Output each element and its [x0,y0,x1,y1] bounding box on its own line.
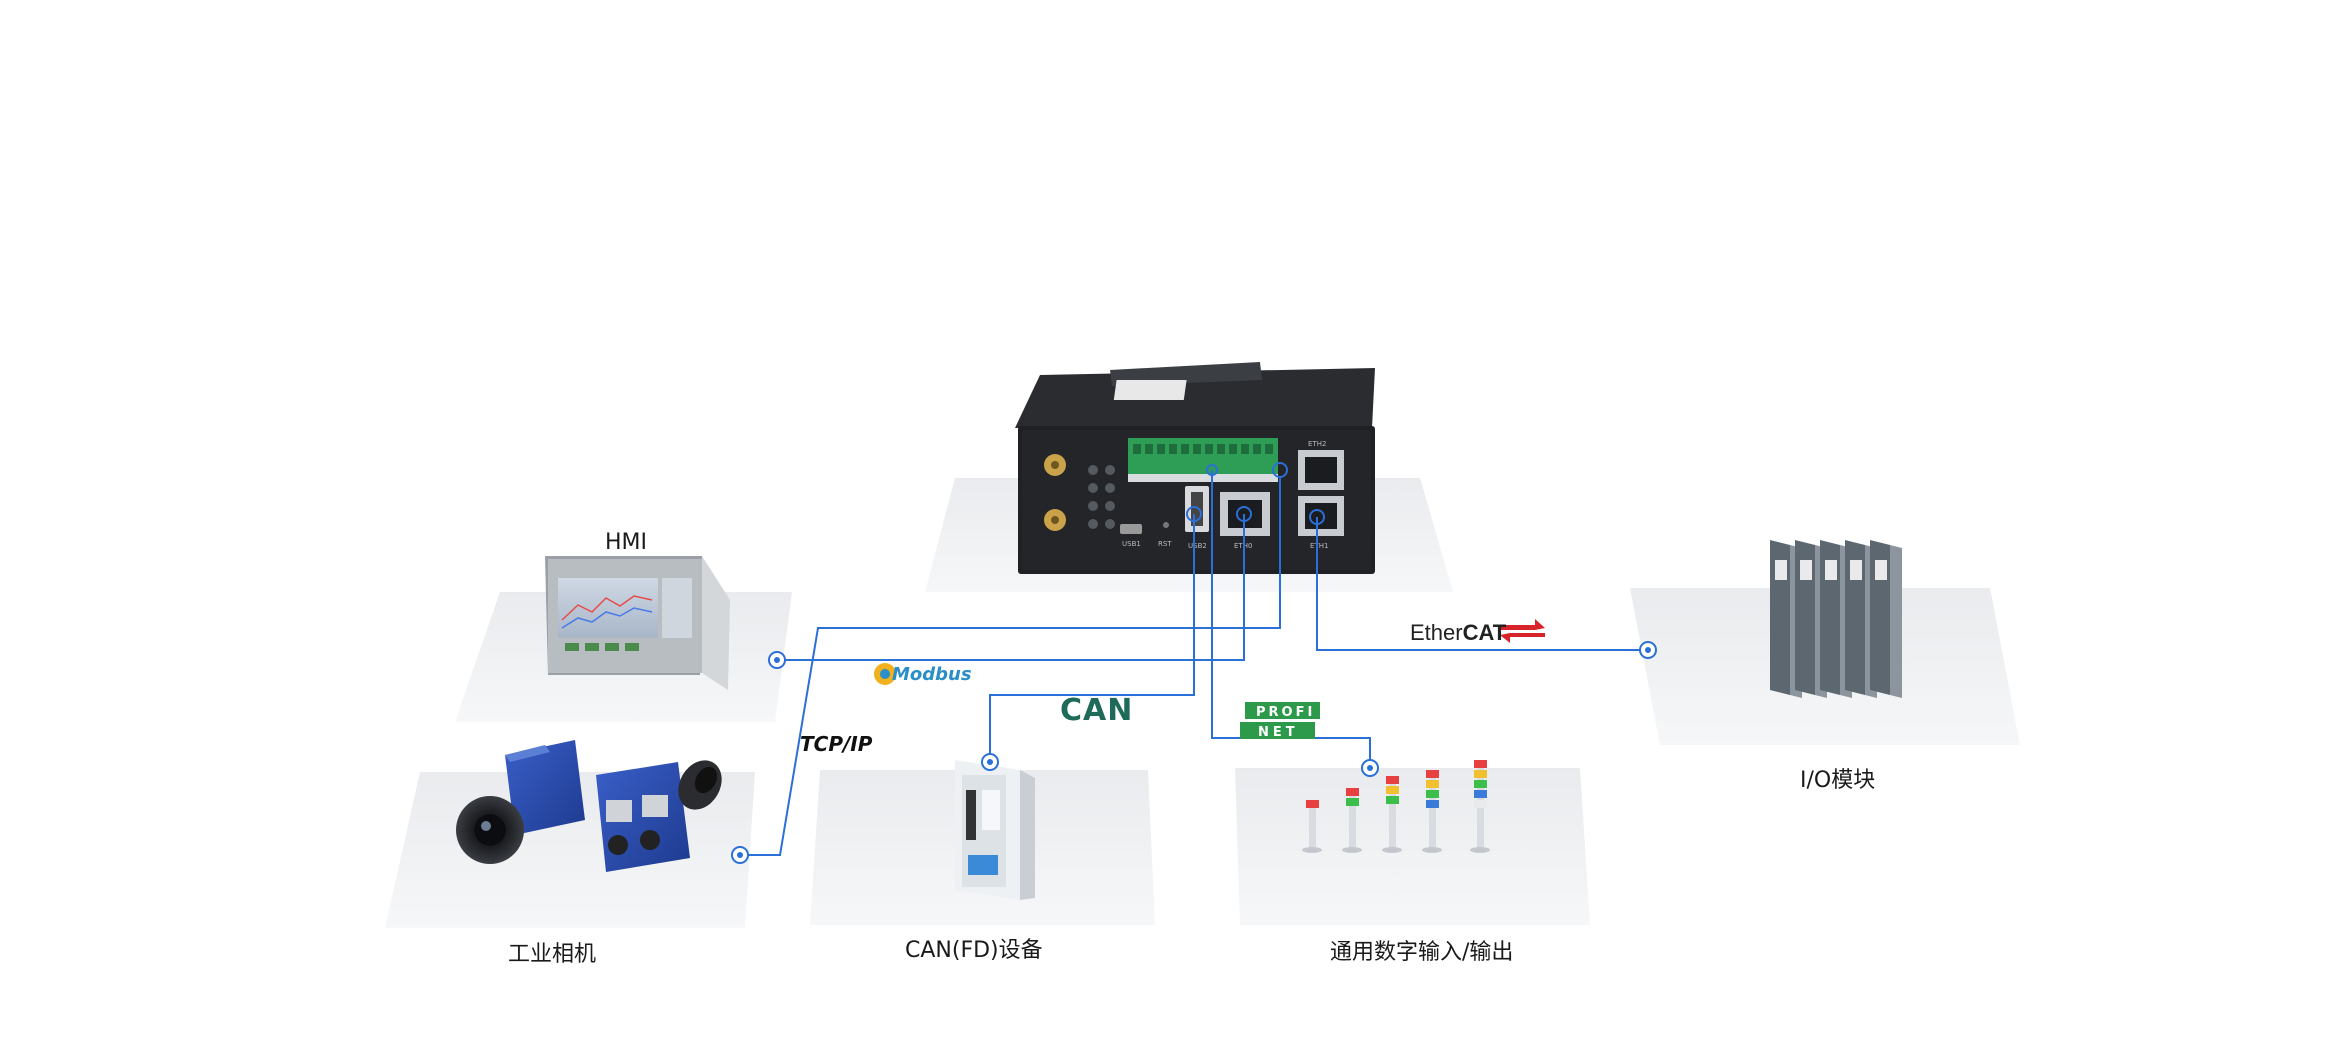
label-camera: 工业相机 [508,942,597,967]
digital-io-platform [1235,768,1590,925]
modbus-logo-icon [874,663,896,685]
label-io-module: I/O模块 [1800,768,1876,793]
link-tcpip [736,478,1281,856]
protocol-tcpip: TCP/IP [800,732,873,756]
io-module-device [1770,540,1902,698]
ethercat-part-b: CAT [1462,620,1507,645]
link-ethercat [1316,517,1648,651]
label-digital-io: 通用数字输入/输出 [1330,940,1514,965]
port-label-usb2: USB2 [1188,542,1207,550]
can-device [955,760,1035,900]
gateway-device: ETH2 ETH1 ETH0 USB1 USB2 RST [1015,362,1375,574]
hmi-device [545,556,730,690]
ethercat-part-a: Ether [1410,620,1463,645]
ethercat-arrow-icon [1500,619,1545,643]
digital-io-device [1302,760,1490,853]
protocol-modbus: Modbus [892,664,972,685]
label-hmi: HMI [605,530,648,555]
profinet-logo-icon: PROFI NET [1240,702,1320,740]
protocol-can: CAN [1060,693,1134,728]
profinet-label-bottom: NET [1258,725,1299,740]
profinet-label-top: PROFI [1256,705,1315,720]
link-modbus [777,514,1245,661]
link-can [989,514,1195,760]
camera-device [456,740,722,872]
port-label-eth2: ETH2 [1308,440,1326,448]
label-can-device: CAN(FD)设备 [905,938,1043,963]
port-label-rst: RST [1158,540,1172,548]
port-label-usb1: USB1 [1122,540,1141,548]
port-label-eth1: ETH1 [1310,542,1328,550]
protocol-ethercat: EtherCAT [1410,620,1506,646]
